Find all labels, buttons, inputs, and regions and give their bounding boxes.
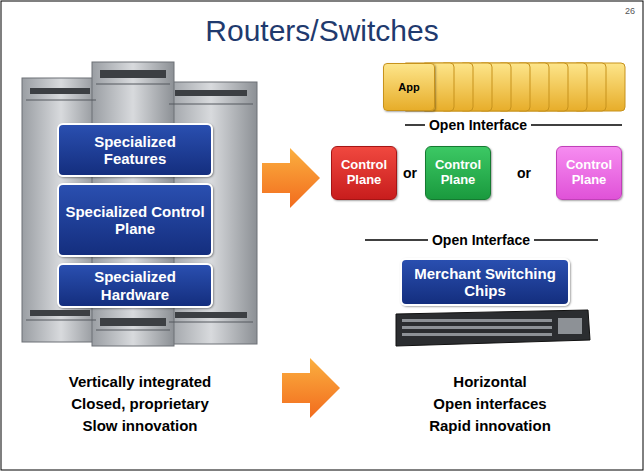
- feature-box: Specialized Features: [57, 123, 213, 177]
- comparison-text: Horizontal: [453, 373, 526, 390]
- or-label: or: [517, 165, 531, 181]
- interface-label: Open Interface: [425, 117, 531, 133]
- interface-label: Open Interface: [428, 232, 534, 248]
- app-card-stack: [402, 63, 625, 111]
- page-number: 26: [625, 6, 635, 16]
- app-card: App: [383, 63, 435, 111]
- node-text: Control Plane: [336, 158, 392, 188]
- control-plane-box: Specialized Control Plane: [57, 183, 213, 257]
- control-plane-box: Control Plane: [556, 146, 622, 200]
- node-text: App: [398, 81, 419, 94]
- comparison-text: Vertically integrated: [69, 373, 212, 390]
- control-plane-box: Control Plane: [425, 146, 491, 200]
- comparison-text: Closed, proprietary: [71, 395, 209, 412]
- comparison-text: Open interfaces: [433, 395, 546, 412]
- hardware-box: Specialized Hardware: [57, 263, 213, 308]
- node-text: Control Plane: [561, 158, 617, 188]
- comparison-text: Rapid innovation: [429, 417, 551, 434]
- block-arrow: [282, 358, 340, 418]
- comparison-text: Slow innovation: [83, 417, 198, 434]
- control-plane-box: Control Plane: [331, 146, 397, 200]
- slide-title: Routers/Switches: [0, 14, 644, 48]
- router-photo: [22, 62, 257, 346]
- node-text: Control Plane: [430, 158, 486, 188]
- node-text: Specialized Features: [63, 133, 207, 168]
- node-text: Merchant Switching Chips: [406, 265, 564, 300]
- node-text: Specialized Hardware: [63, 268, 207, 303]
- switch-photo: [396, 310, 590, 346]
- block-arrow: [262, 148, 320, 208]
- chip-box: Merchant Switching Chips: [400, 258, 570, 306]
- node-text: Specialized Control Plane: [63, 203, 207, 238]
- or-label: or: [403, 165, 417, 181]
